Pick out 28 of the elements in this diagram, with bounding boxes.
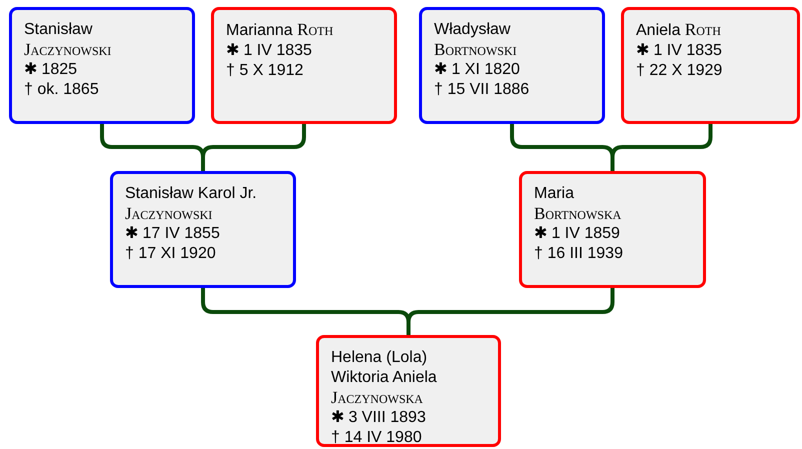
- person-box: [110, 171, 296, 288]
- person-box: [621, 7, 800, 124]
- person-name: Maria Bortnowska: [534, 184, 622, 224]
- date-text: ✱ 1 XI 1820: [434, 60, 521, 80]
- person-name: Stanisław Jaczynowski: [24, 20, 112, 60]
- person-name: Władysław Bortnowski: [434, 20, 518, 60]
- date-text: † 22 X 1929: [636, 61, 724, 81]
- person-box: [211, 7, 397, 124]
- person-name: Stanisław Karol Jr. Jaczynowski: [125, 184, 258, 224]
- person-name: Helena (Lola) Wiktoria Aniela Jaczynowska: [331, 348, 438, 408]
- date-text: † ok. 1865: [24, 80, 100, 100]
- person-box: [519, 171, 706, 288]
- date-text: ✱ 1 IV 1859: [534, 224, 621, 244]
- person-box: [9, 7, 195, 124]
- date-text: † 16 III 1939: [534, 244, 624, 264]
- date-text: † 5 X 1912: [226, 61, 304, 81]
- date-text: † 17 XI 1920: [125, 244, 217, 264]
- date-text: ✱ 1 IV 1835: [226, 41, 313, 61]
- date-text: ✱ 3 VIII 1893: [331, 408, 427, 428]
- person-box: [419, 7, 605, 124]
- person-box: [316, 335, 501, 447]
- date-text: † 15 VII 1886: [434, 80, 530, 100]
- date-text: ✱ 17 IV 1855: [125, 224, 221, 244]
- date-text: ✱ 1825: [24, 60, 78, 80]
- person-name: Marianna Roth: [226, 20, 334, 41]
- date-text: † 14 IV 1980: [331, 428, 423, 448]
- person-name: Aniela Roth: [636, 20, 722, 41]
- date-text: ✱ 1 IV 1835: [636, 41, 723, 61]
